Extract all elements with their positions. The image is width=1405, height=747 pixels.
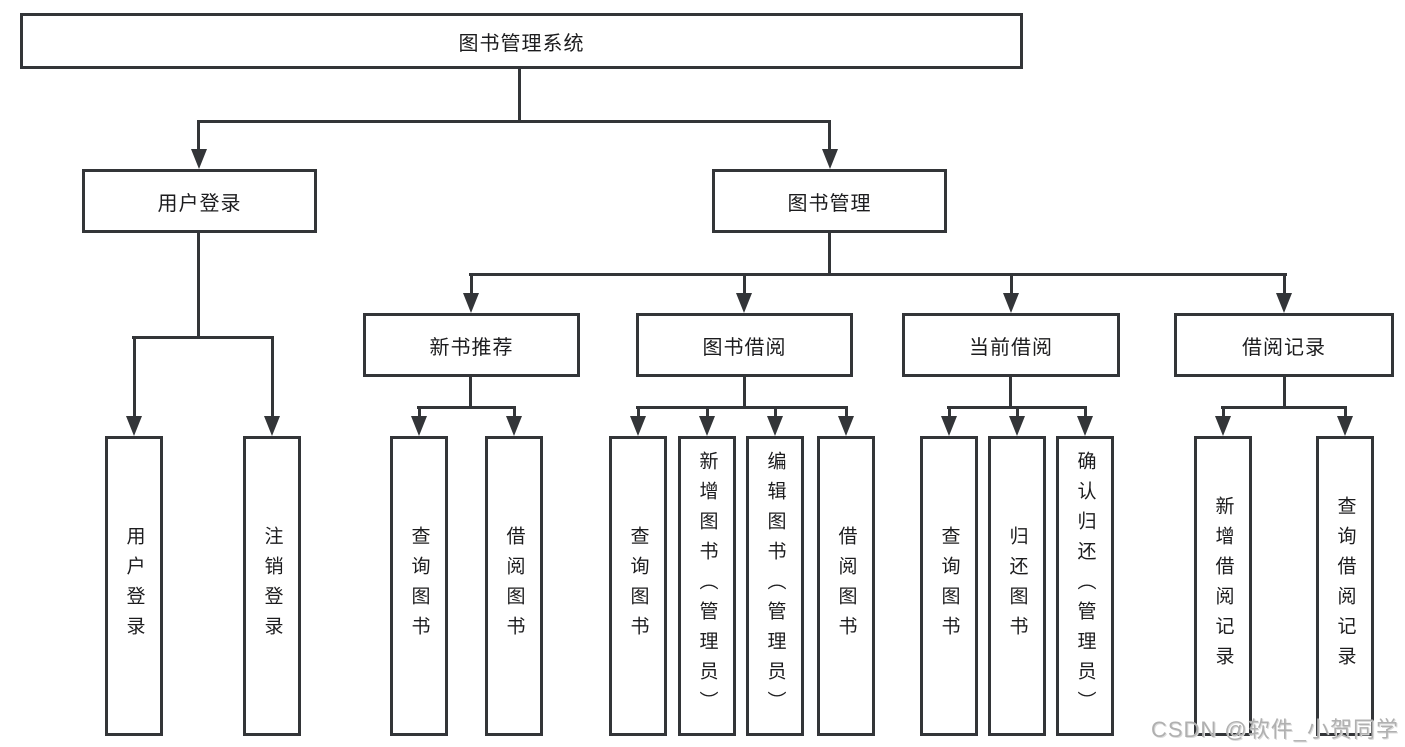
arrow-down-icon [767, 416, 783, 436]
connector-g1-rail [132, 336, 274, 339]
arrow-down-icon [1009, 416, 1025, 436]
connector-drop [1344, 406, 1347, 420]
connector-book-mgmt-stub [828, 233, 831, 273]
arrow-down-icon [411, 416, 427, 436]
node-book-mgmt: 图书管理 [712, 169, 947, 233]
leaf-logout-label: 注销登录 [261, 526, 283, 646]
leaf-c-return-book-label: 归还图书 [1006, 526, 1028, 646]
node-user-login: 用户登录 [82, 169, 317, 233]
leaf-b-query-book-label: 查询图书 [627, 526, 649, 646]
connector-root-stub [518, 69, 521, 120]
connector-drop-borrowing [743, 273, 746, 295]
connector-drop [706, 406, 709, 420]
node-book-mgmt-label: 图书管理 [787, 192, 872, 215]
leaf-c-confirm-return: 确认归还（管理员） [1056, 436, 1114, 736]
leaf-b-edit-book-label: 编辑图书（管理员） [764, 451, 786, 721]
node-borrowing-label: 图书借阅 [702, 336, 787, 359]
arrow-down-icon [736, 293, 752, 313]
connector-user-login-stub [197, 233, 200, 336]
connector-drop [948, 406, 951, 420]
node-new-books: 新书推荐 [363, 313, 580, 377]
leaf-c-query-book-label: 查询图书 [938, 526, 960, 646]
arrow-down-icon [630, 416, 646, 436]
connector-g5-rail [1221, 406, 1347, 409]
leaf-b-borrow-book: 借阅图书 [817, 436, 875, 736]
leaf-r-query-record-label: 查询借阅记录 [1334, 496, 1356, 676]
arrow-down-icon [1215, 416, 1231, 436]
leaf-nb-query-book: 查询图书 [390, 436, 448, 736]
arrow-down-icon [822, 149, 838, 169]
connector-new-books-stub [469, 377, 472, 406]
connector-l2-rail [197, 120, 831, 123]
arrow-down-icon [506, 416, 522, 436]
node-records: 借阅记录 [1174, 313, 1394, 377]
connector-drop-current [1010, 273, 1013, 295]
connector-drop [1016, 406, 1019, 420]
arrow-down-icon [941, 416, 957, 436]
node-new-books-label: 新书推荐 [429, 336, 514, 359]
arrow-down-icon [838, 416, 854, 436]
node-current: 当前借阅 [902, 313, 1120, 377]
leaf-r-add-record-label: 新增借阅记录 [1212, 496, 1234, 676]
leaf-r-add-record: 新增借阅记录 [1194, 436, 1252, 736]
arrow-down-icon [1077, 416, 1093, 436]
leaf-b-edit-book: 编辑图书（管理员） [746, 436, 804, 736]
connector-drop-new-books [470, 273, 473, 295]
csdn-watermark: CSDN @软件_小贺同学 [1150, 717, 1399, 742]
connector-l3-rail [469, 273, 1287, 276]
node-root: 图书管理系统 [20, 13, 1023, 69]
leaf-user-login: 用户登录 [105, 436, 163, 736]
leaf-b-borrow-book-label: 借阅图书 [835, 526, 857, 646]
arrow-down-icon [1003, 293, 1019, 313]
node-root-label: 图书管理系统 [458, 32, 585, 55]
connector-g3-rail [636, 406, 848, 409]
leaf-nb-borrow-book-label: 借阅图书 [503, 526, 525, 646]
connector-drop [418, 406, 421, 420]
connector-drop [513, 406, 516, 420]
connector-drop-leaf-logout [271, 336, 274, 418]
arrow-down-icon [126, 416, 142, 436]
arrow-down-icon [463, 293, 479, 313]
connector-drop [774, 406, 777, 420]
arrow-down-icon [264, 416, 280, 436]
connector-g2-rail [417, 406, 516, 409]
connector-drop-leaf-login [133, 336, 136, 418]
connector-drop [845, 406, 848, 420]
connector-borrowing-stub [743, 377, 746, 406]
node-borrowing: 图书借阅 [636, 313, 853, 377]
leaf-c-query-book: 查询图书 [920, 436, 978, 736]
connector-drop-user-login [197, 120, 200, 152]
connector-drop-book-mgmt [828, 120, 831, 152]
leaf-r-query-record: 查询借阅记录 [1316, 436, 1374, 736]
leaf-user-login-label: 用户登录 [123, 526, 145, 646]
leaf-c-confirm-return-label: 确认归还（管理员） [1074, 451, 1096, 721]
connector-current-stub [1009, 377, 1012, 406]
connector-drop [1084, 406, 1087, 420]
node-user-login-label: 用户登录 [157, 192, 242, 215]
leaf-c-return-book: 归还图书 [988, 436, 1046, 736]
leaf-b-query-book: 查询图书 [609, 436, 667, 736]
leaf-nb-borrow-book: 借阅图书 [485, 436, 543, 736]
connector-drop [637, 406, 640, 420]
leaf-b-add-book: 新增图书（管理员） [678, 436, 736, 736]
leaf-b-add-book-label: 新增图书（管理员） [696, 451, 718, 721]
connector-records-stub [1283, 377, 1286, 406]
connector-drop-records [1283, 273, 1286, 295]
connector-drop [1222, 406, 1225, 420]
arrow-down-icon [191, 149, 207, 169]
arrow-down-icon [1276, 293, 1292, 313]
leaf-nb-query-book-label: 查询图书 [408, 526, 430, 646]
node-records-label: 借阅记录 [1242, 336, 1326, 359]
leaf-logout: 注销登录 [243, 436, 301, 736]
arrow-down-icon [1337, 416, 1353, 436]
node-current-label: 当前借阅 [969, 336, 1053, 359]
arrow-down-icon [699, 416, 715, 436]
